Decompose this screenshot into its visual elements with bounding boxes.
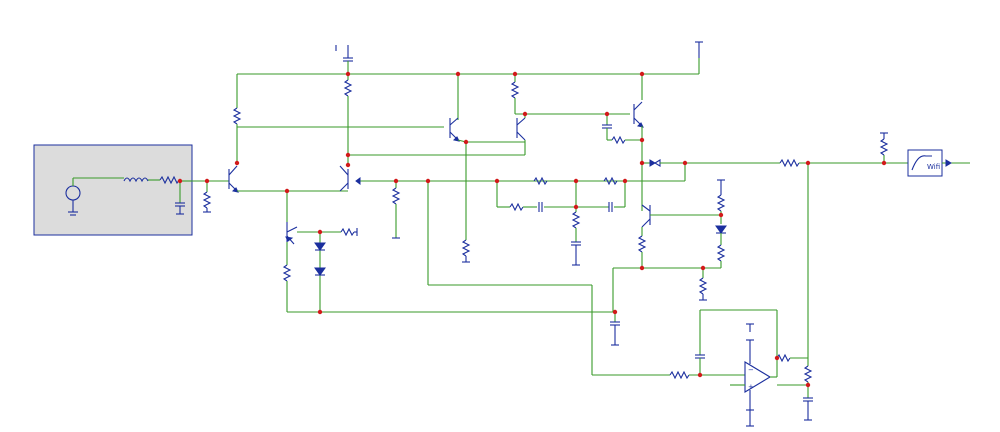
network-resistor-4-icon [571, 211, 581, 229]
ac-source-icon [65, 178, 81, 216]
bootstrap-capacitor-icon [602, 114, 612, 140]
stage2-transistor-left-icon [449, 117, 460, 142]
vcc-top-left-icon [335, 45, 353, 62]
probe-resistor-icon [879, 132, 889, 163]
bias-resistor-icon [340, 227, 355, 237]
vcc-top-right-icon [695, 41, 703, 58]
source-block [33, 144, 193, 236]
collector-resistor-icon [343, 79, 353, 97]
wifi-filter-label: Wifi [927, 163, 940, 171]
output-transistor-lower-icon [641, 204, 651, 228]
diode-1-icon [314, 242, 326, 251]
network-capacitor-3-icon [571, 228, 581, 266]
diode-3-icon [715, 225, 727, 234]
left-top-resistor-icon [232, 107, 242, 125]
stage2-transistor-right-icon [516, 117, 526, 141]
emitter-resistor-icon [282, 264, 292, 282]
transistor-right-icon [339, 165, 349, 192]
capacitor-icon [175, 181, 185, 215]
output-arrow-icon [649, 159, 661, 167]
network-capacitor-2-icon [608, 202, 613, 212]
network-capacitor-1-icon [538, 202, 543, 212]
opamp-bias-resistor-icon [803, 365, 813, 383]
network-resistor-1-icon [509, 202, 524, 212]
opamp-vcc-icon [746, 323, 754, 364]
transistor-left-icon [228, 165, 239, 193]
vee-resistor-icon [698, 268, 708, 301]
stage2-collector-resistor-icon [510, 81, 520, 99]
tail-transistor-icon [285, 222, 298, 245]
inductor-icon [123, 177, 149, 183]
output-transistor-upper-icon [633, 101, 644, 128]
opamp-output-resistor-icon [776, 353, 791, 363]
right-bias-resistor-2-icon [716, 244, 726, 262]
gnd-resistor-2-icon [461, 239, 471, 263]
opamp-bias-capacitor-icon [803, 397, 813, 421]
network-resistor-2-icon [533, 176, 548, 186]
resistor-icon [159, 175, 180, 185]
lower-capacitor-icon [610, 312, 620, 346]
wifi-filter-block: Wifi [907, 149, 943, 177]
junction-nodes [177, 71, 887, 388]
svg-text:−: − [748, 366, 754, 374]
opamp-feedback-capacitor-icon [695, 354, 705, 359]
diode-2-icon [314, 267, 326, 276]
output-terminal-icon [945, 159, 952, 167]
opamp-icon: − + [744, 361, 772, 393]
feedback-resistor-icon [669, 370, 690, 380]
gnd-resistor-icon [391, 187, 401, 205]
network-resistor-3-icon [603, 176, 618, 186]
opamp-vee-icon [746, 390, 754, 427]
input-resistor-icon [202, 181, 212, 213]
svg-text:+: + [748, 383, 754, 391]
output-resistor-icon [779, 158, 800, 168]
vee-supply-icon [717, 179, 725, 195]
right-bias-resistor-1-icon [716, 194, 726, 212]
lower-emitter-resistor-icon [637, 235, 647, 253]
emitter-bias-resistor-icon [611, 135, 626, 145]
